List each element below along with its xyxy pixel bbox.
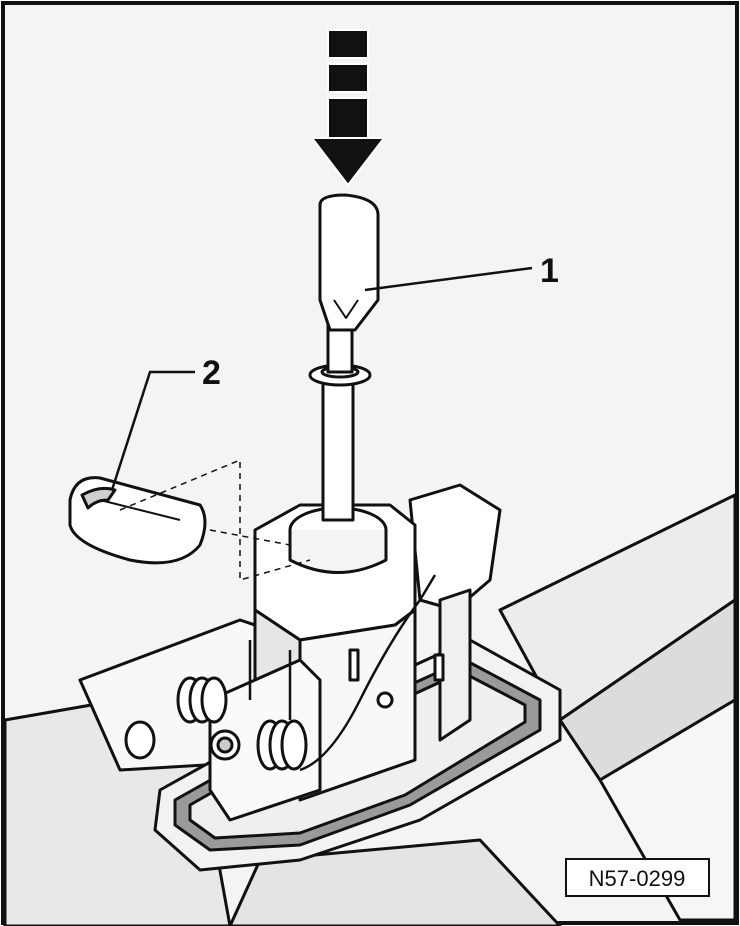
leader-lines (110, 266, 533, 491)
down-arrow-icon (309, 29, 387, 187)
gear-lever (308, 193, 380, 522)
callout-1: 1 (540, 252, 559, 290)
figure-reference-label: N57-0299 (589, 866, 686, 891)
leader-line-2 (110, 370, 195, 491)
leader-line-1 (364, 266, 533, 292)
shift-mechanism (176, 483, 502, 822)
base-housing (3, 493, 737, 926)
spring-right (256, 719, 308, 771)
assembly-guides (119, 458, 311, 581)
locking-clip (68, 476, 207, 565)
spring-left (176, 676, 228, 724)
callout-2: 2 (202, 354, 221, 392)
figure-reference: N57-0299 (565, 858, 710, 897)
